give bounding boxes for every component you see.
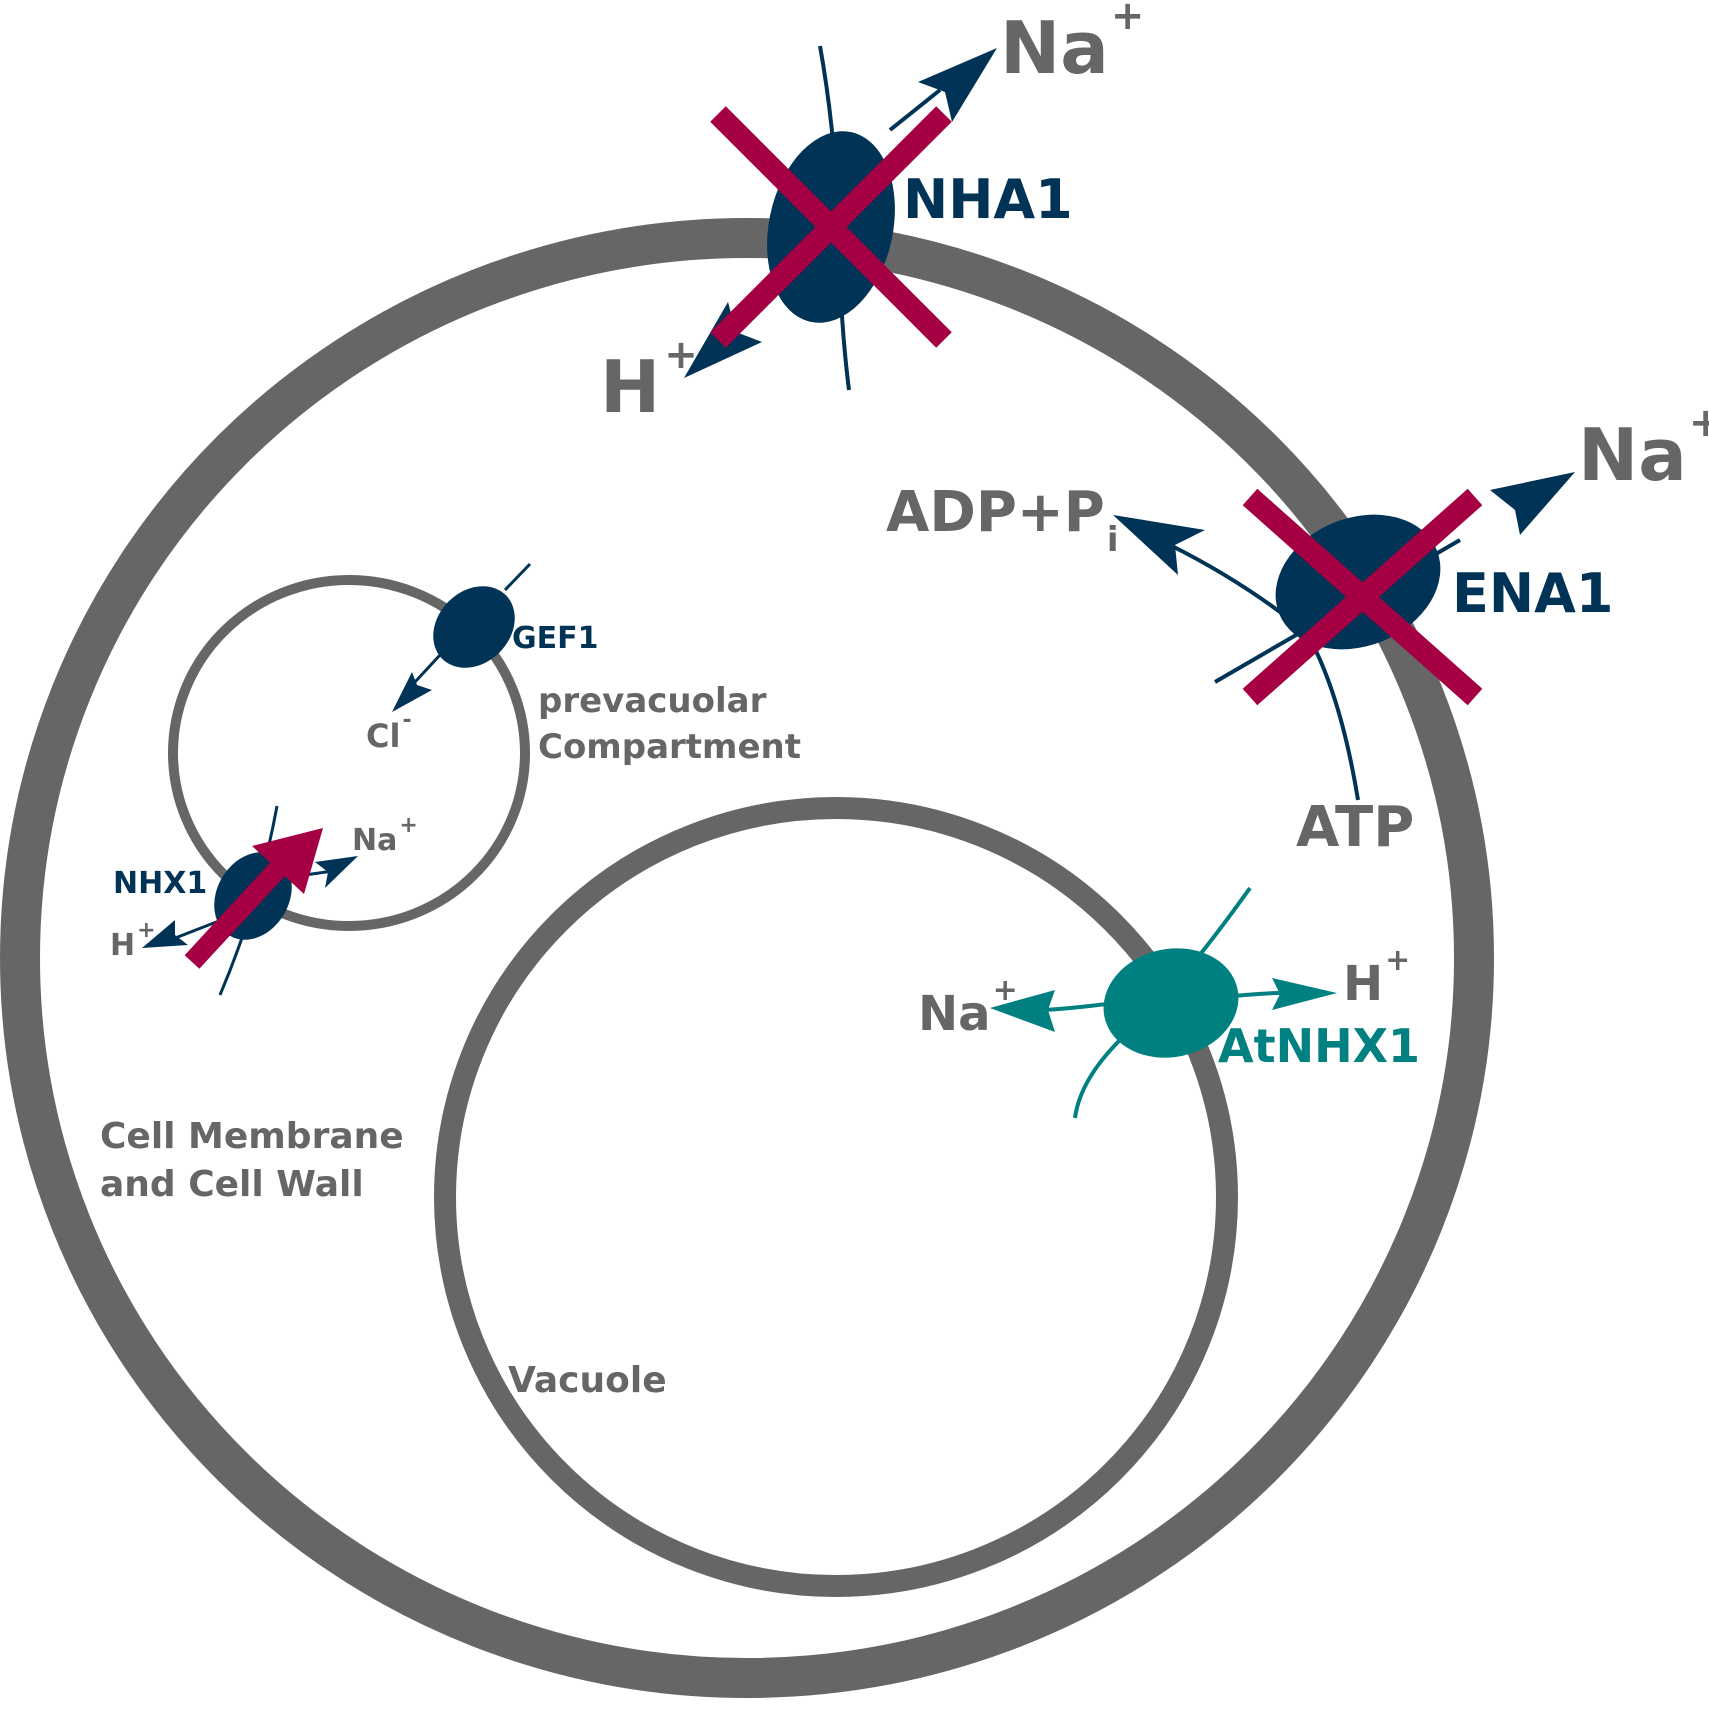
ena1-atp-label: ATP (1296, 795, 1414, 860)
ena1-na-arrow (1490, 472, 1575, 535)
vacuole-membrane (434, 797, 1238, 1597)
ena1-label: ENA1 (1452, 562, 1613, 625)
gef1-transporter (392, 562, 532, 712)
nha1-block-cross (710, 106, 952, 348)
nhx1-h-label: H+ (110, 918, 156, 963)
nhx1-upregulation-arrow-head (252, 828, 323, 894)
ena1-block-cross (1242, 488, 1483, 706)
nhx1-transporter (142, 805, 358, 996)
atnhx1-na-arrow (990, 990, 1055, 1032)
nha1-transporter (684, 45, 997, 391)
ena1-transporter (1113, 472, 1575, 801)
vacuole-label: Vacuole (508, 1360, 667, 1401)
atnhx1-protein (1103, 948, 1239, 1058)
nhx1-na-arrow (315, 856, 358, 888)
prevacuolar-label-line2: Compartment (538, 727, 801, 767)
atnhx1-transporter (990, 886, 1337, 1119)
gef1-cl-arrow (392, 672, 432, 712)
nhx1-na-label: Na+ (352, 813, 418, 858)
nhx1-upregulation-arrow-shaft (184, 851, 296, 969)
prevacuolar-membrane (168, 575, 530, 931)
cell-label-line2: and Cell Wall (100, 1164, 364, 1205)
atnhx1-h-arrow (1272, 978, 1337, 1010)
gef1-label: GEF1 (512, 621, 598, 656)
atnhx1-h-label: H+ (1343, 943, 1410, 1012)
ena1-na-label: Na+ (1578, 400, 1709, 497)
nhx1-h-arrow (142, 920, 188, 948)
atnhx1-label: AtNHX1 (1218, 1019, 1420, 1073)
ena1-adp-label: ADP+Pi (886, 480, 1119, 560)
cell-wall (0, 218, 1494, 1698)
nha1-na-label: Na+ (1000, 0, 1144, 90)
gef1-protein (433, 586, 515, 668)
gef1-cl-label: Cl- (366, 708, 412, 755)
cell-label-line1: Cell Membrane (100, 1116, 404, 1157)
nha1-na-arrow (918, 48, 997, 122)
nha1-label: NHA1 (903, 168, 1073, 231)
atnhx1-na-label: Na+ (918, 973, 1018, 1042)
prevacuolar-label-line1: prevacuolar (538, 681, 767, 721)
nha1-h-label: H+ (600, 332, 698, 429)
nhx1-label: NHX1 (113, 866, 207, 901)
ena1-adp-arrow (1113, 515, 1205, 575)
